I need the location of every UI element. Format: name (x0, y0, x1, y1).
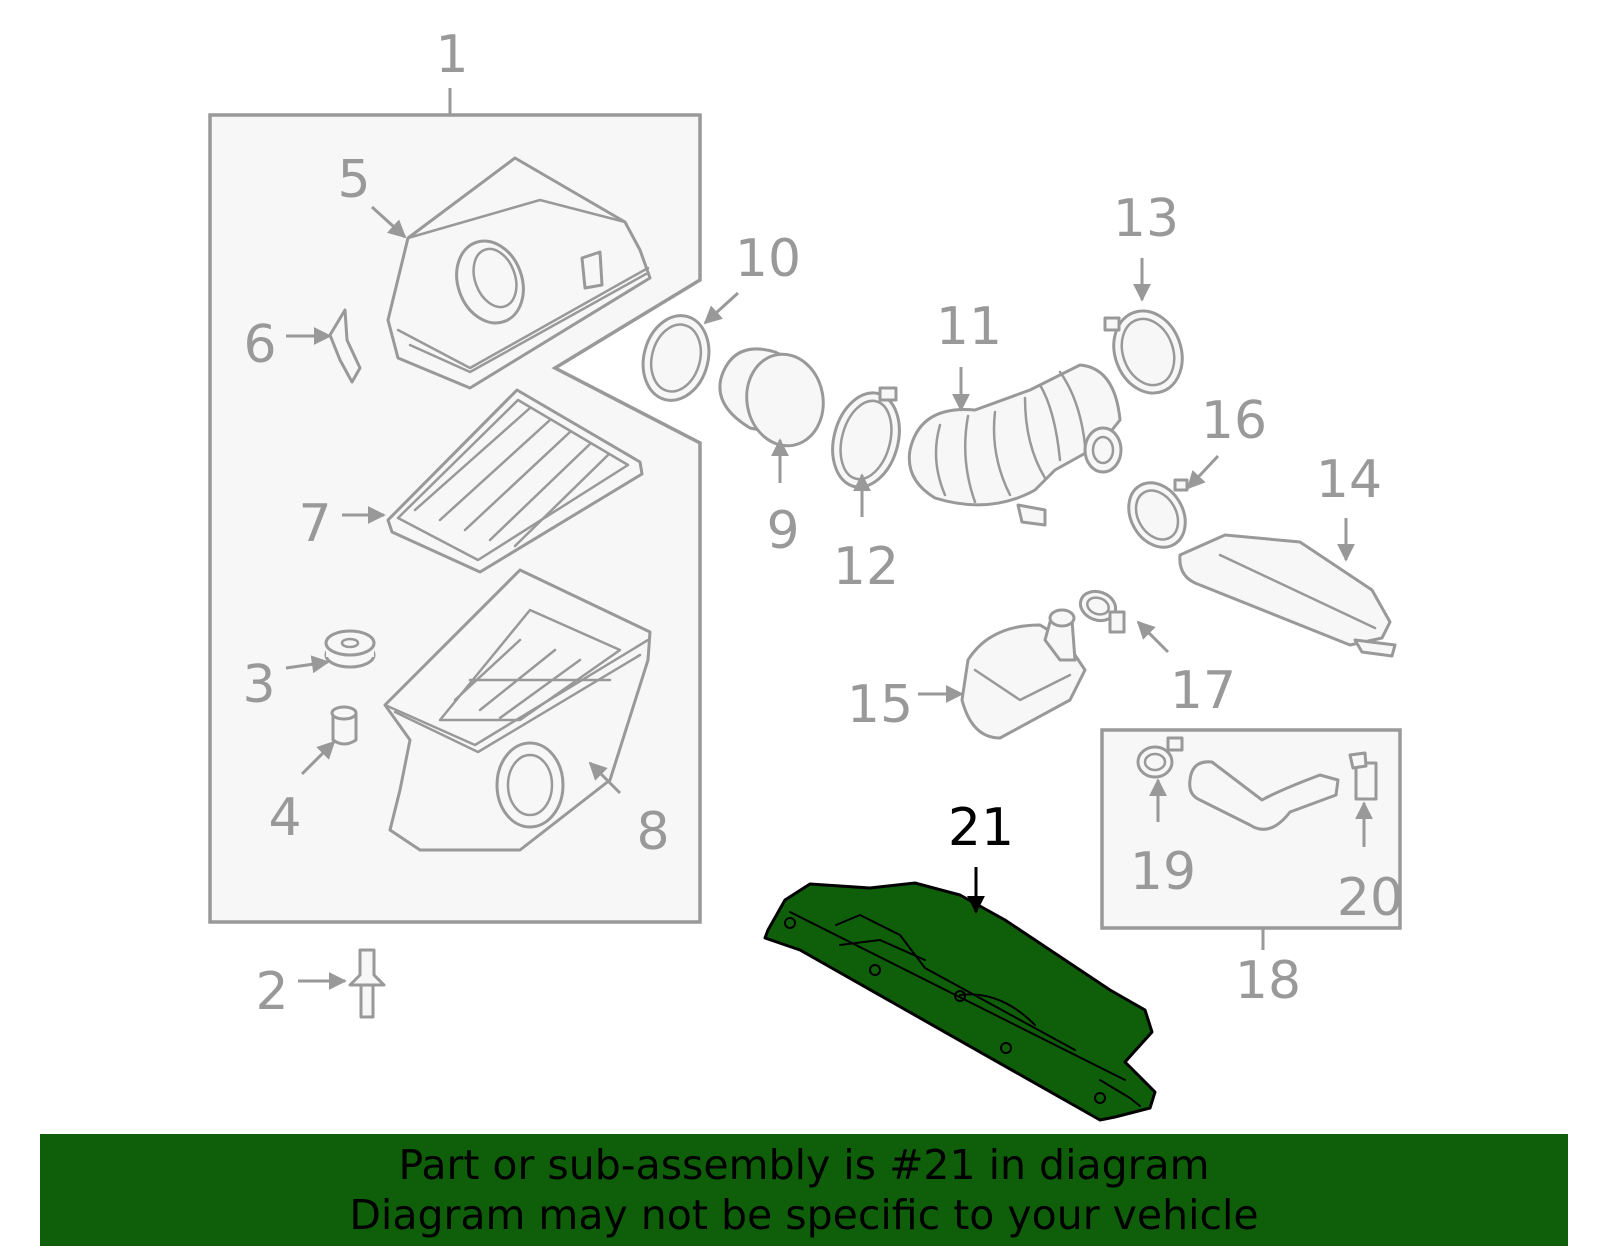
info-banner: Part or sub-assembly is #21 in diagram D… (40, 1134, 1568, 1246)
part-5-upper-cover (386, 156, 652, 390)
part-2-bolt (348, 948, 386, 1019)
part-20-connector (1348, 751, 1378, 801)
part-19-clamp (1136, 736, 1184, 779)
leader-10 (703, 291, 740, 325)
callout-7: 7 (298, 494, 331, 554)
callout-8: 8 (636, 802, 669, 862)
callout-10: 10 (735, 229, 801, 289)
banner-line-1: Part or sub-assembly is #21 in diagram (398, 1141, 1210, 1189)
callout-2: 2 (255, 962, 288, 1022)
part-11-intake-duct (907, 363, 1123, 527)
part-16-clamp (1127, 478, 1189, 549)
callout-14: 14 (1316, 450, 1382, 510)
part-10-seal (641, 314, 711, 402)
part-9-maf-sensor (718, 347, 825, 448)
leader-5 (370, 205, 407, 239)
part-13-clamp (1103, 309, 1184, 395)
part-18-hose (1188, 760, 1340, 831)
part-21-highlighted (763, 881, 1157, 1122)
part-4-insulator (330, 705, 358, 746)
part-7-filter (386, 388, 644, 574)
callout-18: 18 (1235, 951, 1301, 1011)
callout-3: 3 (242, 655, 275, 715)
callout-13: 13 (1113, 189, 1179, 249)
banner-line-2: Diagram may not be specific to your vehi… (349, 1191, 1259, 1239)
part-15-resonator (960, 608, 1087, 740)
leader-16 (1186, 454, 1220, 490)
callout-4: 4 (268, 788, 301, 848)
callout-20: 20 (1337, 868, 1403, 928)
part-8-lower-housing (383, 568, 652, 852)
leader-8 (588, 761, 622, 795)
leader-3 (285, 655, 330, 674)
callout-12: 12 (833, 537, 899, 597)
callout-17: 17 (1170, 661, 1236, 721)
leader-17 (1136, 620, 1170, 654)
callout-5: 5 (337, 150, 370, 210)
callout-16: 16 (1201, 391, 1267, 451)
part-12-clamp (831, 386, 901, 489)
callout-21: 21 (948, 798, 1014, 858)
callout-6: 6 (243, 315, 276, 375)
part-17-clamp (1078, 589, 1126, 634)
part-14-resonator (1178, 533, 1397, 658)
callout-9: 9 (766, 501, 799, 561)
part-6-clip (328, 308, 362, 384)
leader-4 (300, 740, 336, 776)
callout-19: 19 (1130, 842, 1196, 902)
callout-15: 15 (847, 675, 913, 735)
callout-11: 11 (936, 297, 1002, 357)
part-3-grommet (324, 629, 376, 669)
callout-1: 1 (435, 25, 468, 85)
